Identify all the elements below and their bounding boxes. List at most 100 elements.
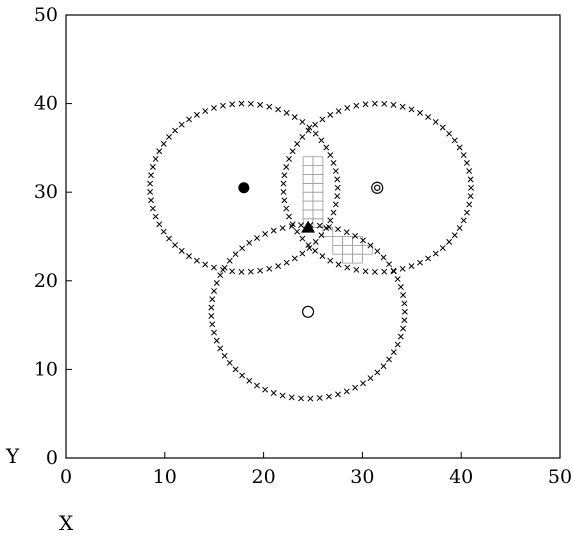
boundary-x-mark (257, 267, 264, 274)
boundary-x-mark (319, 253, 326, 260)
boundary-x-mark (466, 168, 473, 175)
double-circle-point (371, 181, 384, 194)
boundary-x-mark (408, 106, 415, 113)
boundary-x-mark (294, 140, 301, 147)
boundary-x-mark (360, 380, 367, 387)
boundary-x-mark (327, 111, 334, 118)
boundary-x-mark (149, 164, 156, 170)
boundary-x-mark (156, 221, 163, 228)
boundary-x-mark (380, 363, 387, 370)
boundary-x-mark (299, 250, 306, 257)
boundary-x-mark (209, 296, 216, 303)
boundary-x-mark (217, 272, 224, 279)
boundary-x-mark (312, 130, 319, 137)
boundary-x-mark (291, 114, 298, 121)
boundary-x-mark (160, 228, 167, 235)
boundary-x-mark (432, 250, 439, 257)
boundary-x-mark (343, 229, 350, 236)
boundary-x-mark (335, 391, 341, 398)
boundary-x-mark (202, 261, 209, 268)
y-tick-label: 40 (34, 93, 58, 115)
boundary-x-mark (283, 259, 290, 266)
plot-frame (65, 14, 561, 459)
boundary-x-mark (254, 235, 260, 242)
overlap-cell (312, 165, 324, 175)
boundary-x-mark (381, 100, 388, 107)
boundary-x-mark (439, 245, 446, 251)
boundary-x-mark (394, 276, 401, 283)
boundary-x-mark (291, 255, 298, 262)
boundary-x-mark (390, 268, 397, 275)
boundary-x-mark (327, 217, 334, 224)
boundary-x-mark (232, 366, 239, 373)
boundary-x-mark (367, 375, 374, 382)
boundary-x-mark (408, 263, 415, 270)
boundary-x-mark (460, 217, 467, 224)
x-tick-label: 50 (548, 466, 572, 488)
boundary-x-mark (463, 160, 470, 166)
boundary-x-mark (229, 268, 236, 275)
boundary-x-mark (193, 111, 200, 118)
filled-circle-point (238, 182, 250, 194)
boundary-x-mark (166, 235, 172, 242)
boundary-x-mark (209, 321, 216, 328)
boundary-x-mark (460, 152, 467, 159)
boundary-x-mark (186, 253, 193, 260)
boundary-markers (147, 100, 475, 402)
boundary-x-mark (221, 264, 228, 271)
boundary-x-mark (305, 127, 312, 134)
boundary-x-mark (417, 109, 423, 116)
boundary-x-mark (229, 101, 236, 108)
boundary-x-mark (319, 116, 326, 123)
boundary-x-mark (400, 325, 407, 332)
boundary-x-mark (468, 184, 475, 191)
overlap-cell (352, 253, 363, 264)
boundary-x-mark (270, 227, 277, 234)
boundary-x-mark (401, 300, 408, 307)
special-points (238, 181, 384, 318)
y-axis-label: Y (5, 444, 20, 468)
boundary-x-mark (246, 377, 253, 384)
boundary-x-mark (166, 133, 172, 140)
overlap-cell (302, 165, 314, 175)
boundary-x-mark (286, 156, 292, 162)
y-tick-label: 30 (34, 181, 58, 203)
boundary-x-mark (213, 280, 220, 286)
boundary-x-mark (335, 261, 342, 268)
boundary-x-mark (289, 221, 296, 228)
boundary-x-mark (283, 164, 290, 170)
boundary-x-mark (210, 264, 217, 271)
boundary-x-mark (446, 238, 453, 245)
boundary-x-mark (152, 213, 159, 220)
x-tick-label: 40 (449, 466, 473, 488)
boundary-x-mark (281, 172, 288, 179)
boundary-x-mark (318, 232, 325, 239)
boundary-x-mark (239, 372, 246, 379)
boundary-x-mark (456, 144, 463, 151)
boundary-x-mark (312, 238, 319, 245)
boundary-x-mark (316, 395, 323, 401)
boundary-x-mark (247, 100, 254, 107)
boundary-x-mark (298, 222, 305, 229)
boundary-x-mark (467, 193, 474, 200)
filled-triangle-point (301, 220, 316, 233)
x-tick-label: 20 (252, 466, 276, 488)
boundary-x-mark (275, 263, 282, 270)
boundary-x-mark (148, 172, 154, 179)
overlap-region (302, 156, 373, 264)
overlap-cell (302, 191, 314, 202)
boundary-x-mark (160, 140, 167, 147)
boundary-x-mark (330, 209, 337, 216)
boundary-x-mark (334, 184, 341, 191)
boundary-x-mark (289, 148, 296, 155)
overlap-cell (312, 156, 324, 167)
overlap-cell (302, 174, 314, 184)
y-tick-label: 50 (34, 4, 58, 26)
boundary-x-mark (371, 100, 378, 107)
boundary-x-mark (280, 189, 287, 195)
boundary-x-mark (307, 395, 314, 402)
boundary-x-mark (394, 341, 401, 348)
